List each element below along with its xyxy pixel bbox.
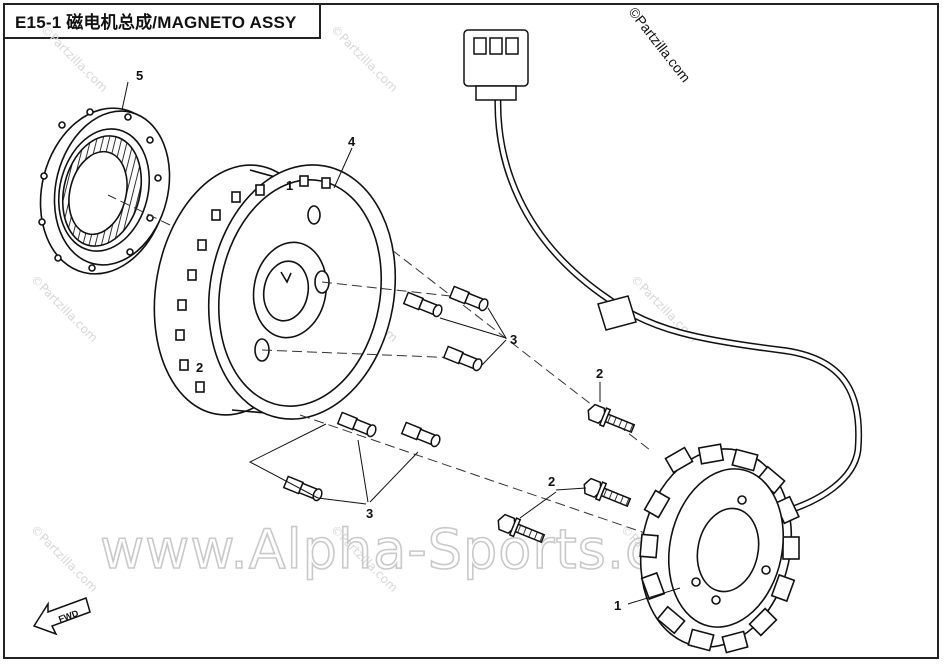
callout-3-lower-leaders	[248, 423, 419, 505]
tile-watermark: ©Partzilla.com	[328, 22, 401, 95]
part-3-screws-lower	[282, 411, 441, 502]
part-1-stator	[639, 443, 800, 654]
leader-line	[121, 81, 129, 111]
part-4-flywheel	[153, 164, 397, 420]
tile-watermark: ©Partzilla.com	[28, 272, 101, 345]
fwd-arrow	[32, 597, 91, 636]
center-watermark: www.Alpha-Sports.com	[100, 518, 743, 581]
flywheel-mark-1: 1	[286, 178, 293, 193]
callout-screws-lower: 3	[366, 506, 373, 521]
leader-line	[333, 147, 353, 189]
callout-bolt-lower: 2	[548, 474, 555, 489]
part-2-bolts	[497, 403, 636, 544]
tile-watermark: ©Partzilla.com	[38, 22, 111, 95]
callout-screws-upper: 3	[510, 332, 517, 347]
copyright-watermark: ©Partzilla.com	[626, 4, 694, 85]
stator-wire-harness	[463, 29, 863, 514]
callout-2-leaders	[519, 382, 601, 519]
callout-clutch: 5	[136, 68, 143, 83]
callout-bolt-upper: 2	[596, 366, 603, 381]
callout-flywheel: 4	[348, 134, 356, 149]
callout-3-upper-leaders	[439, 307, 507, 366]
leader-line	[627, 587, 681, 605]
tile-watermark: ©Partzilla.com	[28, 522, 101, 595]
stator-poles	[639, 443, 800, 654]
part-5-starter-clutch	[38, 107, 171, 275]
callout-stator: 1	[614, 598, 621, 613]
part-3-screws-upper	[402, 285, 489, 372]
diagram-title: E15-1 磁电机总成/MAGNETO ASSY	[3, 3, 321, 39]
flywheel-mark-2: 2	[196, 360, 203, 375]
